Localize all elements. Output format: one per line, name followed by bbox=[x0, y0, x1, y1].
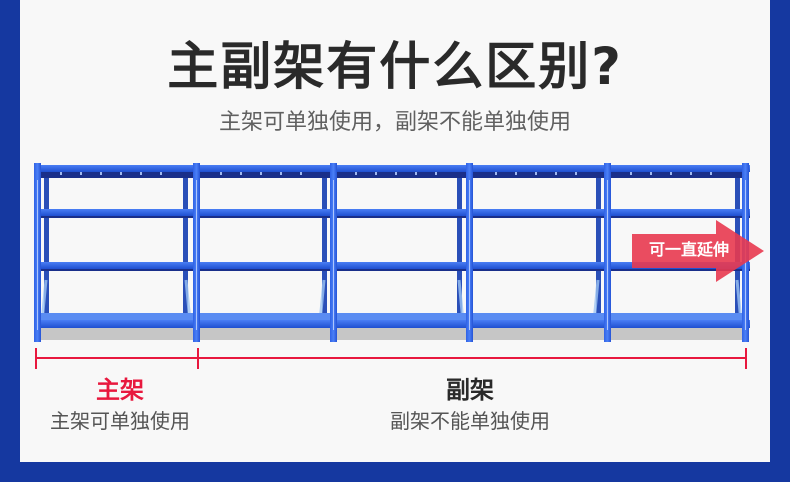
content-card bbox=[20, 0, 770, 462]
bracket-tick-end bbox=[745, 348, 747, 369]
main-rack-label: 主架 bbox=[96, 376, 144, 404]
shelving-rack-illustration bbox=[34, 163, 750, 342]
extend-arrow-label: 可一直延伸 bbox=[648, 240, 729, 259]
bracket-tick-divider bbox=[197, 348, 199, 369]
sub-rack-description: 副架不能单独使用 bbox=[390, 409, 550, 433]
page-title: 主副架有什么区别? bbox=[167, 38, 623, 97]
sub-rack-label: 副架 bbox=[446, 376, 494, 404]
bracket-tick-start bbox=[35, 348, 37, 369]
extend-arrow-icon bbox=[632, 220, 764, 282]
span-bracket-line bbox=[35, 357, 746, 359]
main-rack-description: 主架可单独使用 bbox=[50, 409, 190, 433]
page-subtitle: 主架可单独使用，副架不能单独使用 bbox=[218, 110, 571, 135]
